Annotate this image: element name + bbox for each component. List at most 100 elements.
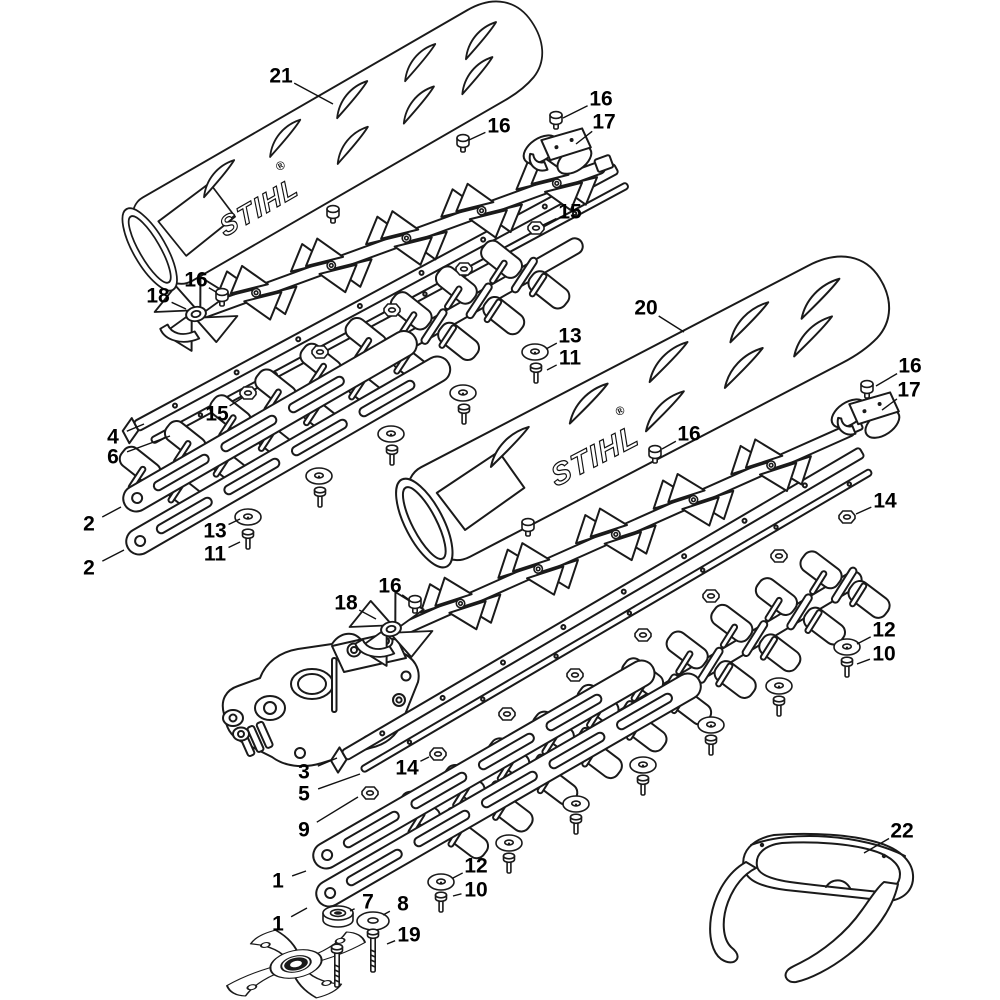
callout-20: 20	[634, 297, 685, 333]
callout-16: 16	[562, 88, 613, 119]
leader-line	[290, 907, 308, 918]
washer-screw	[569, 813, 583, 835]
washer-screw	[457, 403, 471, 425]
washer	[234, 508, 262, 526]
hex-nut	[455, 262, 473, 276]
leader-line	[856, 658, 871, 665]
leader-line	[855, 506, 872, 515]
callout-12: 12	[856, 619, 896, 645]
pan-head-screw	[521, 517, 535, 537]
guide-rail-lower	[329, 447, 865, 774]
callout-label: 14	[395, 757, 419, 780]
hex-nut	[566, 668, 584, 682]
callout-17: 17	[881, 379, 921, 411]
leader-line	[545, 342, 558, 350]
callout-label: 20	[634, 297, 657, 320]
washer-screw	[313, 486, 327, 508]
leader-line	[386, 940, 396, 945]
callout-18: 18	[146, 285, 187, 310]
washer-screw	[529, 362, 543, 384]
callout-3: 3	[298, 757, 338, 784]
leader-line	[452, 872, 464, 879]
hex-nut	[383, 303, 401, 317]
leader-line	[401, 594, 409, 600]
callout-label: 16	[898, 355, 921, 378]
callout-21: 21	[269, 65, 334, 105]
callout-15: 15	[542, 201, 582, 226]
leader-line	[229, 397, 243, 407]
callout-9: 9	[298, 796, 359, 842]
callout-label: 16	[589, 88, 612, 111]
washer-screw	[502, 852, 516, 874]
hex-nut	[702, 589, 720, 603]
washer	[449, 384, 477, 402]
leader-line	[382, 910, 391, 916]
callout-5: 5	[298, 773, 361, 806]
washer	[562, 795, 590, 813]
long-bolt	[330, 943, 344, 988]
callout-label: 12	[872, 619, 895, 642]
callout-17: 17	[575, 111, 616, 145]
hex-nut	[770, 549, 788, 563]
leader-line	[228, 518, 241, 526]
callout-16: 16	[661, 423, 701, 450]
washer	[697, 716, 725, 734]
callout-12: 12	[452, 855, 488, 879]
callout-label: 22	[890, 820, 913, 843]
washer	[629, 756, 657, 774]
callout-15: 15	[205, 397, 243, 426]
callout-label: 18	[146, 285, 170, 308]
callout-label: 5	[298, 783, 310, 806]
callout-label: 6	[107, 446, 119, 469]
leader-line	[863, 837, 890, 854]
callout-6: 6	[107, 435, 171, 469]
callout-7: 7	[349, 891, 374, 914]
washer-screw	[704, 734, 718, 756]
washer	[377, 425, 405, 443]
callout-label: 10	[872, 643, 895, 666]
leader-line	[349, 908, 355, 912]
pan-head-screw	[860, 379, 874, 399]
callout-label: 2	[83, 513, 95, 536]
leader-line	[208, 287, 217, 293]
callout-2: 2	[83, 506, 122, 536]
washer	[495, 834, 523, 852]
callout-19: 19	[386, 924, 421, 947]
leader-line	[171, 301, 187, 310]
callout-1: 1	[272, 907, 308, 936]
connector-strip	[122, 330, 418, 513]
callout-label: 3	[298, 761, 310, 784]
gearbox-housing	[221, 631, 420, 768]
hex-nut	[239, 386, 257, 400]
connector-strip	[315, 672, 702, 908]
callout-label: 8	[397, 893, 409, 916]
leader-line	[856, 636, 872, 645]
safety-glasses	[709, 832, 915, 984]
leader-line	[661, 440, 677, 450]
washer-screw	[840, 656, 854, 678]
leader-line	[658, 315, 685, 333]
callout-label: 21	[269, 65, 293, 88]
grommet	[322, 905, 354, 928]
leader-line	[575, 130, 593, 145]
callout-label: 9	[298, 819, 310, 842]
callout-label: 13	[558, 325, 581, 348]
leader-line	[126, 423, 145, 432]
callout-1: 1	[272, 870, 307, 893]
callout-label: 15	[558, 201, 582, 224]
callout-2: 2	[83, 549, 125, 580]
washer	[833, 638, 861, 656]
callout-label: 13	[203, 520, 226, 543]
washer	[427, 873, 455, 891]
leader-line	[468, 131, 486, 141]
callout-10: 10	[856, 643, 896, 666]
leader-line	[126, 435, 171, 453]
leader-line	[875, 373, 898, 387]
callout-label: 10	[464, 879, 487, 902]
leader-line	[228, 541, 241, 549]
leader-line	[420, 756, 430, 762]
leader-line	[316, 796, 359, 823]
